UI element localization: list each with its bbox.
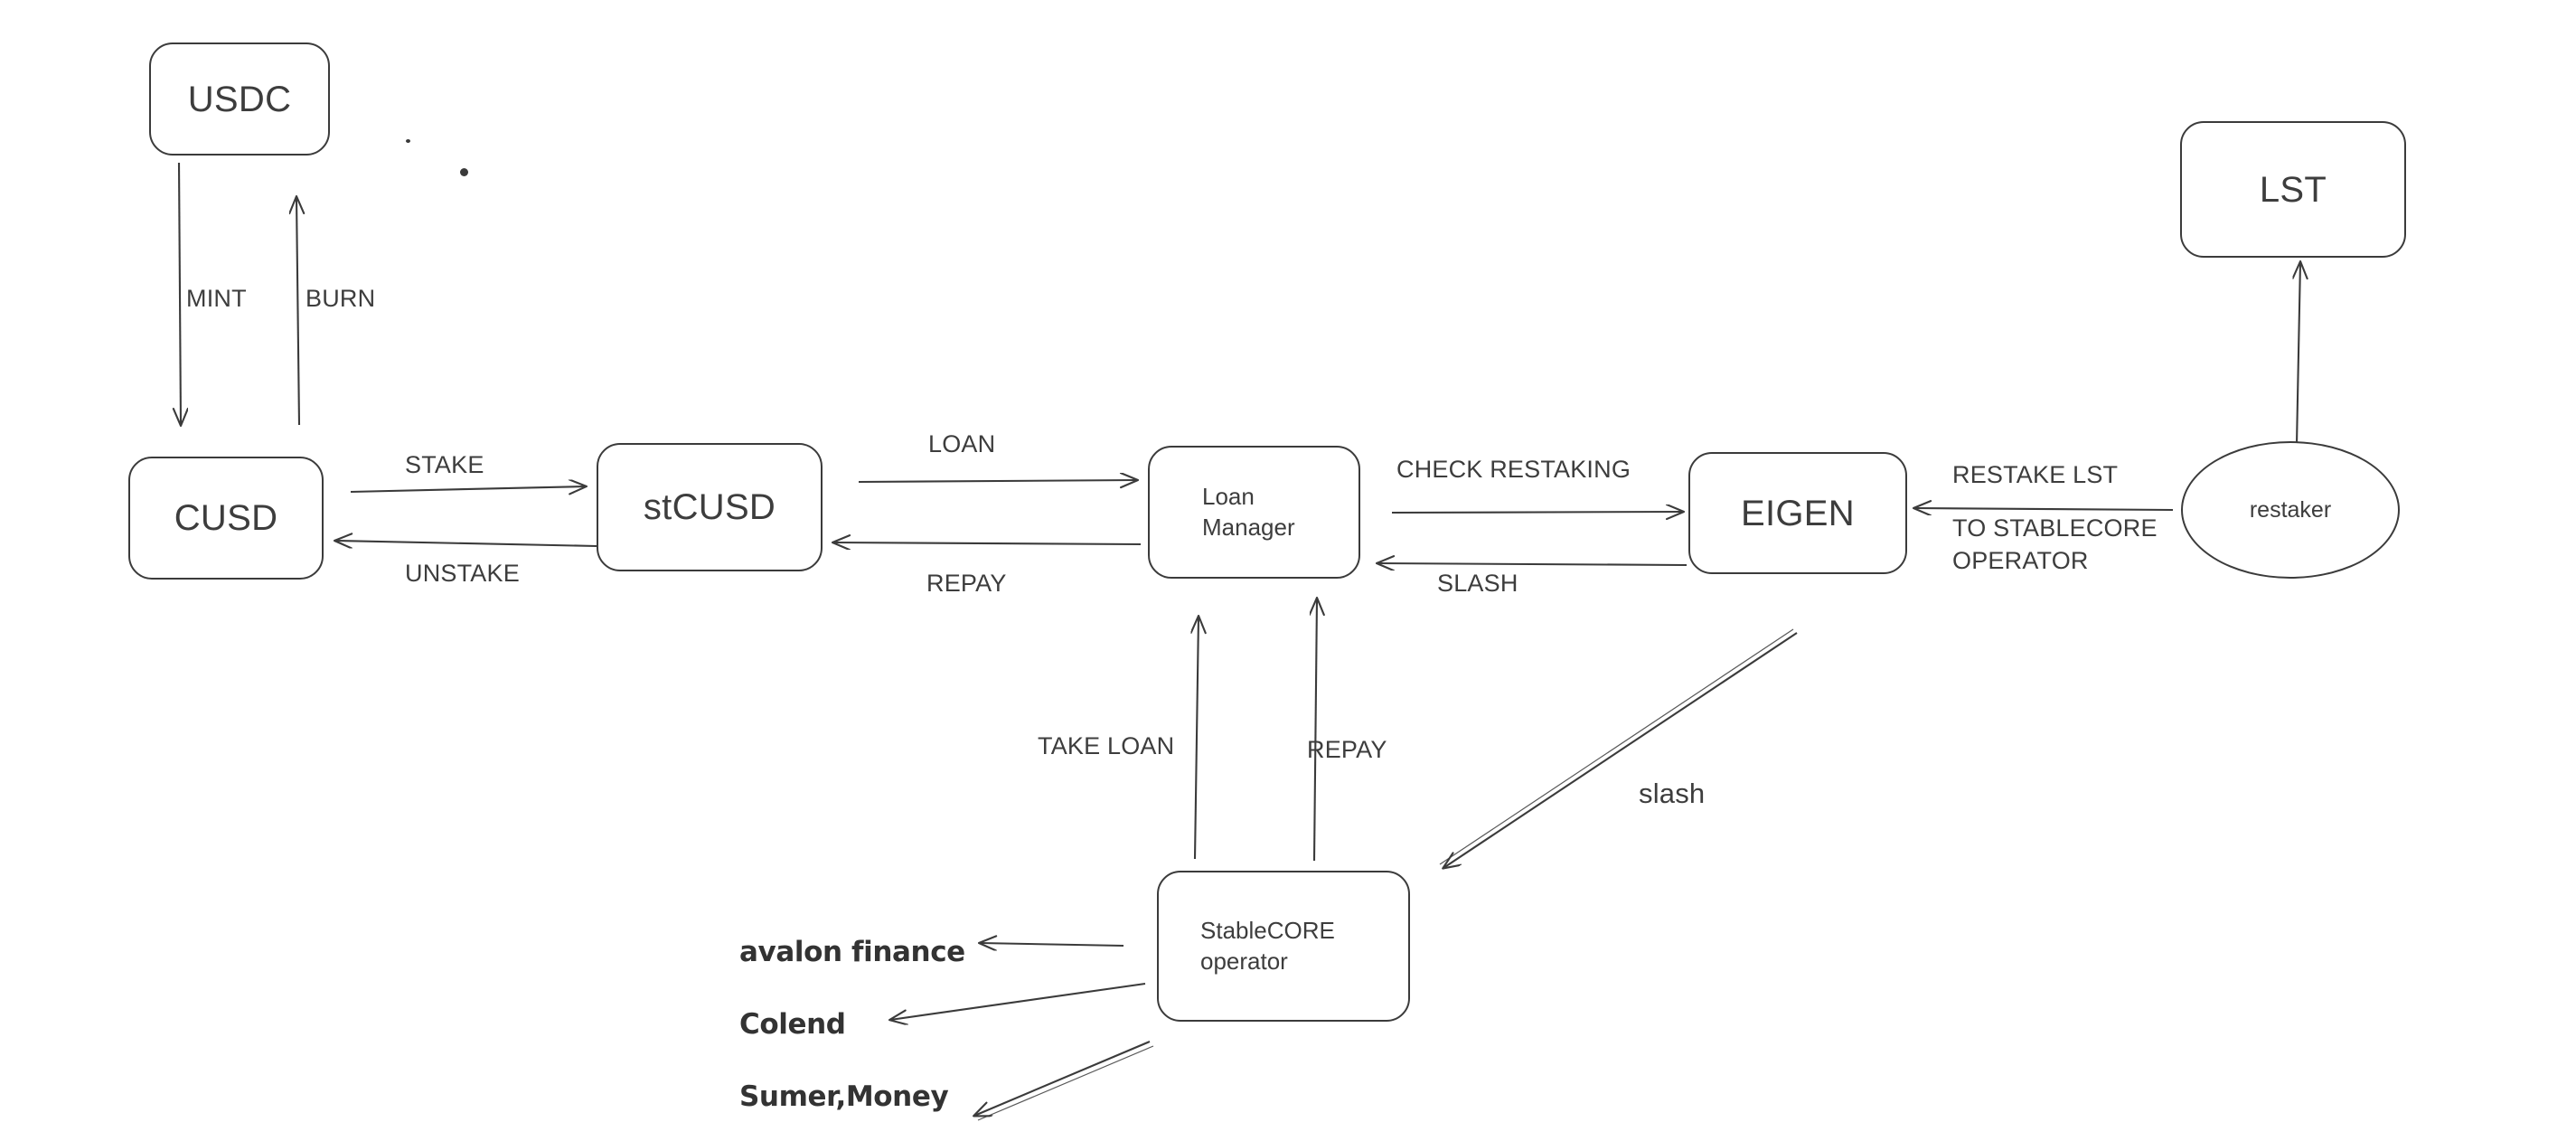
node-eigen-label: EIGEN [1741, 493, 1855, 533]
edge-repay-operator [1314, 599, 1317, 862]
node-stcusd-label: stCUSD [643, 487, 776, 527]
edge-repay-stcusd [833, 542, 1142, 544]
edge-label-repay-stcusd: REPAY [926, 570, 1007, 597]
edge-loan [858, 480, 1137, 482]
node-eigen[interactable]: EIGEN [1688, 452, 1907, 574]
edge-label-check-restaking: CHECK RESTAKING [1396, 456, 1631, 483]
ink-speck-dot [460, 168, 468, 176]
edge-label-slash-operator: slash [1639, 778, 1706, 809]
edge-label-burn: BURN [306, 285, 376, 312]
edge-slash-operator [1439, 628, 1798, 868]
edge-stake [350, 486, 586, 492]
edge-restaker-to-lst [2297, 262, 2300, 446]
node-usdc-label: USDC [187, 79, 292, 119]
edge-operator-to-sumer [974, 1041, 1154, 1121]
node-loan-manager[interactable]: Loan Manager [1148, 446, 1360, 579]
edge-label-restake-lst-target: TO STABLECORE OPERATOR [1952, 514, 2158, 574]
edge-take-loan [1195, 617, 1199, 860]
edge-restake-lst [1914, 508, 2174, 510]
integration-label-colend[interactable]: Colend [739, 1008, 846, 1041]
edge-label-repay-operator: REPAY [1307, 736, 1387, 763]
edge-label-take-loan: TAKE LOAN [1038, 732, 1175, 759]
node-lst[interactable]: LST [2180, 121, 2406, 258]
node-restaker[interactable]: restaker [2181, 441, 2400, 579]
ink-speck-small [406, 139, 410, 143]
edge-label-loan: LOAN [928, 430, 996, 457]
node-cusd[interactable]: CUSD [128, 457, 324, 580]
edge-label-slash-eigen: SLASH [1437, 570, 1518, 597]
node-loan-manager-label-line2: Manager [1202, 513, 1295, 541]
edge-label-unstake: UNSTAKE [405, 560, 520, 587]
node-restaker-label: restaker [2249, 496, 2332, 523]
node-lst-label: LST [2259, 169, 2327, 210]
node-cusd-label: CUSD [174, 498, 278, 538]
node-stablecore-operator-label-line2: operator [1200, 947, 1288, 975]
node-stablecore-operator-label-line1: StableCORE [1200, 916, 1335, 944]
edge-check-restaking [1391, 512, 1683, 513]
edge-operator-to-colend [890, 982, 1146, 1020]
integration-label-sumer-money[interactable]: Sumer,Money [739, 1080, 949, 1113]
node-stcusd[interactable]: stCUSD [597, 443, 823, 571]
integration-label-avalon-finance[interactable]: avalon finance [739, 936, 965, 968]
edge-slash-eigen [1377, 563, 1688, 565]
edge-mint [179, 162, 181, 425]
edge-operator-to-avalon [980, 943, 1124, 946]
edge-label-stake: STAKE [405, 451, 484, 478]
edge-label-restake-lst: RESTAKE LST [1952, 461, 2119, 488]
node-usdc[interactable]: USDC [149, 42, 330, 156]
edge-label-mint: MINT [186, 285, 247, 312]
edge-burn [296, 197, 299, 426]
node-loan-manager-label-line1: Loan [1202, 482, 1255, 510]
node-stablecore-operator[interactable]: StableCORE operator [1157, 871, 1410, 1022]
edge-unstake [335, 541, 597, 546]
